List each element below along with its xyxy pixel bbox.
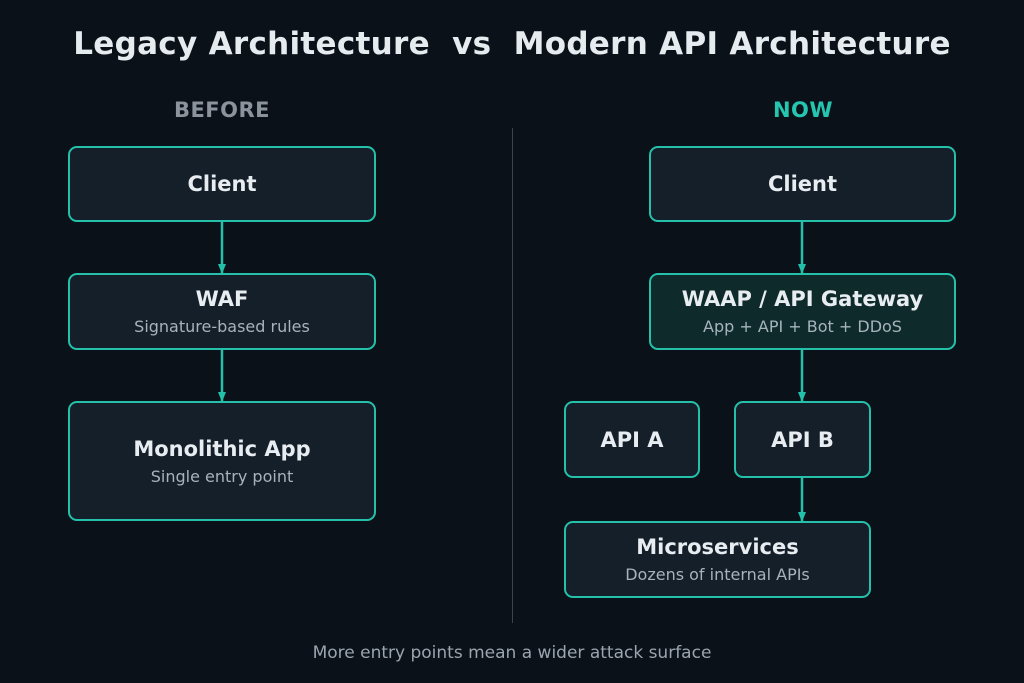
- before-monolith-subtitle: Single entry point: [150, 466, 294, 486]
- now-column-label: NOW: [772, 98, 834, 122]
- footer-caption: More entry points mean a wider attack su…: [312, 643, 712, 663]
- now-microservices-name: Microservices: [636, 535, 799, 559]
- before-client-name: Client: [187, 172, 257, 196]
- now-gateway-node: WAAP / API Gateway App + API + Bot + DDo…: [649, 273, 956, 350]
- now-gateway-name: WAAP / API Gateway: [681, 287, 924, 311]
- now-api-b-node: API B: [734, 401, 871, 478]
- now-client-node: Client: [649, 146, 956, 222]
- now-microservices-subtitle: Dozens of internal APIs: [625, 565, 810, 584]
- before-waf-name: WAF: [195, 287, 249, 311]
- before-column-label: BEFORE: [173, 98, 271, 122]
- before-monolith-name: Monolithic App: [133, 436, 311, 461]
- now-api-a-node: API A: [564, 401, 700, 478]
- now-api-a-name: API A: [600, 427, 664, 452]
- column-divider: [512, 128, 513, 623]
- now-client-name: Client: [767, 172, 838, 196]
- now-api-b-name: API B: [771, 427, 834, 452]
- before-client-node: Client: [68, 146, 376, 222]
- before-waf-node: WAF Signature-based rules: [68, 273, 376, 350]
- before-waf-subtitle: Signature-based rules: [134, 317, 310, 336]
- diagram-title: Legacy Architecture vs Modern API Archit…: [73, 26, 951, 62]
- before-monolith-node: Monolithic App Single entry point: [68, 401, 376, 521]
- now-microservices-node: Microservices Dozens of internal APIs: [564, 521, 871, 598]
- now-gateway-subtitle: App + API + Bot + DDoS: [703, 317, 902, 336]
